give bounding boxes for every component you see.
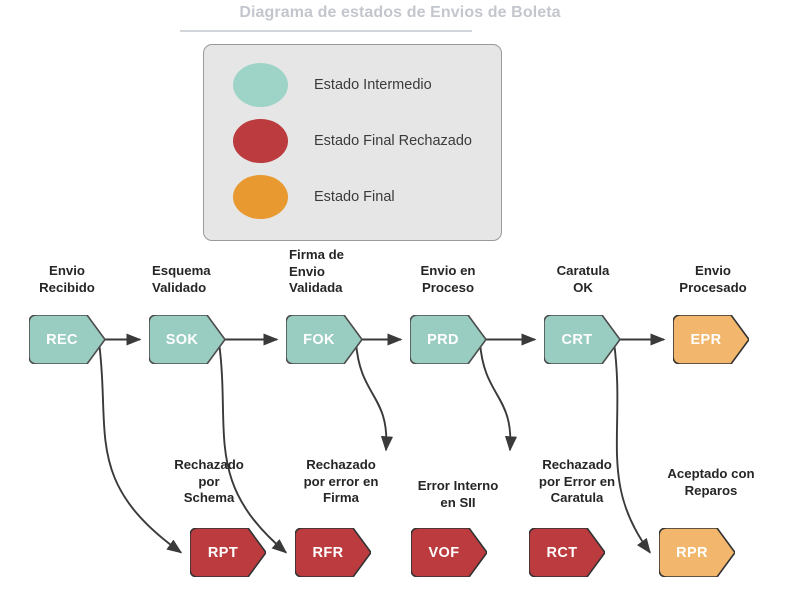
legend-swatch-orange <box>233 175 288 219</box>
title-underline <box>180 30 472 32</box>
state-node-caption: Envio Procesado <box>679 263 747 295</box>
state-node-vof[interactable]: VOF <box>411 528 487 577</box>
state-node-caption: Envio Recibido <box>39 263 95 295</box>
state-node-rfr[interactable]: RFR <box>295 528 371 577</box>
state-node-crt[interactable]: CRT <box>544 315 620 364</box>
state-node-rct[interactable]: RCT <box>529 528 605 577</box>
state-node-rpr[interactable]: RPR <box>659 528 735 577</box>
state-node-caption: Firma de Envio Validada <box>289 247 344 295</box>
edge-sok-to-rfr <box>218 342 288 554</box>
state-node-fok[interactable]: FOK <box>286 315 362 364</box>
edge-rec-to-rpt <box>98 342 183 554</box>
state-node-caption: Envio en Proceso <box>420 263 476 295</box>
state-node-caption: Caratula OK <box>556 263 610 295</box>
page-title: Diagrama de estados de Envios de Boleta <box>239 4 561 21</box>
state-node-caption: Rechazado por Schema <box>174 457 244 505</box>
legend-item: Estado Final Rechazado <box>204 115 503 167</box>
state-node-sok[interactable]: SOK <box>149 315 225 364</box>
state-node-caption: Esquema Validado <box>152 263 211 295</box>
legend-item: Estado Intermedio <box>204 59 503 111</box>
legend-label: Estado Intermedio <box>314 77 432 93</box>
state-node-rec[interactable]: REC <box>29 315 105 364</box>
state-node-rpt[interactable]: RPT <box>190 528 266 577</box>
state-node-epr[interactable]: EPR <box>673 315 749 364</box>
legend-swatch-teal <box>233 63 288 107</box>
state-node-caption: Rechazado por error en Firma <box>303 457 379 505</box>
legend-label: Estado Final <box>314 189 395 205</box>
legend-swatch-red <box>233 119 288 163</box>
legend-label: Estado Final Rechazado <box>314 133 472 149</box>
legend-item: Estado Final <box>204 171 503 223</box>
state-node-prd[interactable]: PRD <box>410 315 486 364</box>
state-node-caption: Rechazado por Error en Caratula <box>538 457 616 505</box>
state-node-caption: Aceptado con Reparos <box>667 466 755 498</box>
state-node-caption: Error Interno en SII <box>417 478 499 510</box>
edge-crt-to-rpr <box>613 342 651 554</box>
